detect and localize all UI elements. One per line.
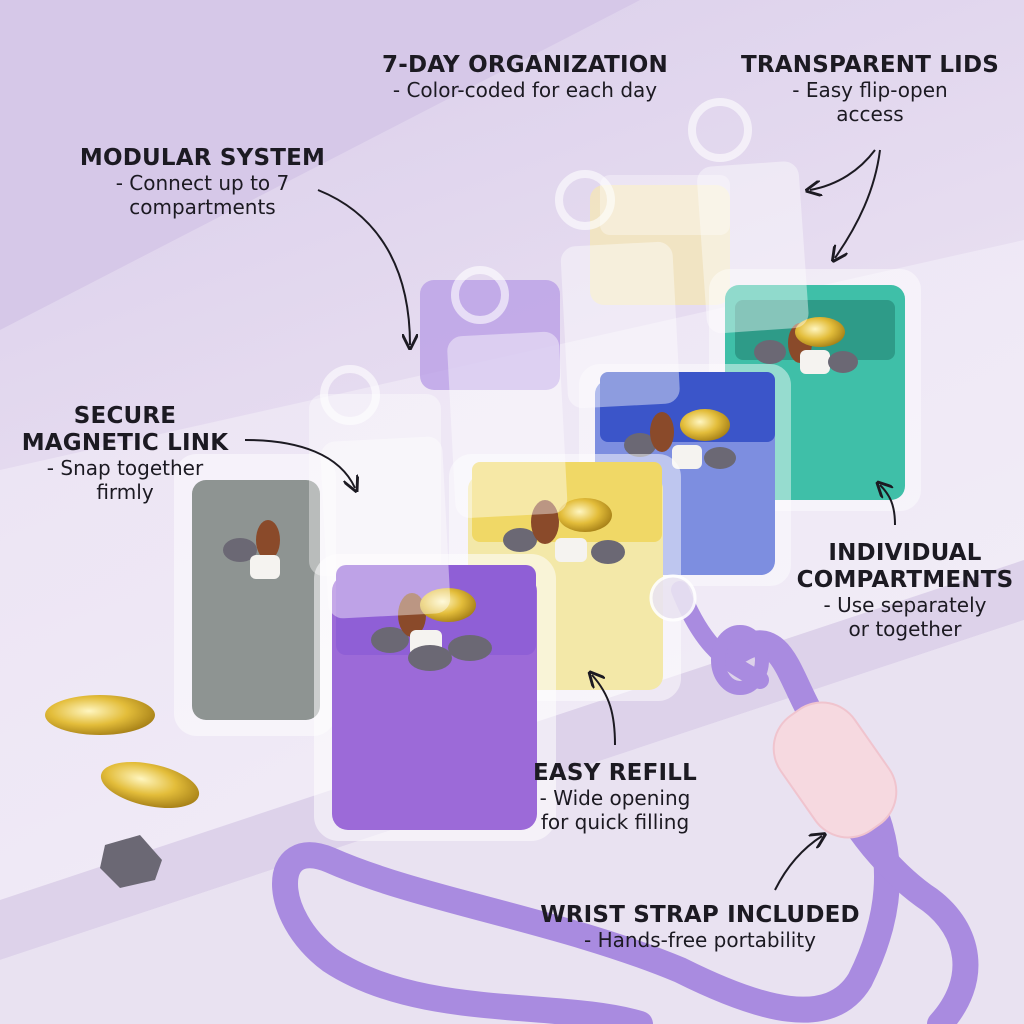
feature-lids-desc-2: access [836, 101, 904, 126]
feature-magnetic-desc-2: firmly [96, 479, 154, 504]
feature-lids-title: TRANSPARENT LIDS [741, 52, 999, 78]
feature-strap-desc: - Hands-free portability [584, 928, 816, 953]
feature-magnetic-title-2: MAGNETIC LINK [21, 430, 229, 457]
arrow-magnetic [244, 439, 355, 488]
annotation-arrows [244, 149, 896, 891]
feature-individual-title-2: COMPARTMENTS [796, 567, 1014, 594]
loose-pills [45, 695, 200, 888]
feature-individual-desc-2: or together [848, 616, 962, 641]
arrow-lids-right [835, 149, 881, 258]
feature-refill-desc-1: - Wide opening [539, 786, 691, 811]
arrow-individual [880, 485, 896, 526]
feature-modular-title: MODULAR SYSTEM [79, 145, 326, 171]
feature-lids-desc-1: - Easy flip-open [792, 78, 948, 103]
wrist-strap [272, 574, 979, 1024]
arrow-lids-left [810, 149, 876, 190]
feature-seven-day: 7-DAY ORGANIZATION - Color-coded for eac… [360, 52, 690, 103]
feature-magnetic: SECURE MAGNETIC LINK - Snap together fir… [15, 403, 235, 504]
feature-seven-day-title: 7-DAY ORGANIZATION [382, 52, 668, 78]
feature-modular: MODULAR SYSTEM - Connect up to 7 compart… [60, 145, 345, 219]
feature-strap: WRIST STRAP INCLUDED - Hands-free portab… [540, 902, 860, 953]
feature-strap-title: WRIST STRAP INCLUDED [540, 902, 860, 928]
compartment-cream [590, 175, 730, 305]
arrow-refill [592, 675, 616, 746]
arrow-modular [317, 189, 410, 345]
arrow-strap [774, 836, 822, 891]
feature-magnetic-desc-1: - Snap together [46, 456, 204, 481]
feature-individual-title-1: INDIVIDUAL [828, 540, 982, 566]
feature-refill-desc-2: for quick filling [540, 809, 690, 834]
feature-individual-desc-1: - Use separately [823, 593, 987, 618]
feature-modular-desc-2: compartments [129, 194, 276, 219]
compartment-blue [555, 170, 791, 586]
feature-lids: TRANSPARENT LIDS - Easy flip-open access [725, 52, 1015, 126]
feature-seven-day-desc: - Color-coded for each day [392, 78, 658, 103]
feature-individual: INDIVIDUAL COMPARTMENTS - Use separately… [790, 540, 1020, 641]
feature-refill: EASY REFILL - Wide opening for quick fil… [505, 760, 725, 834]
strap-coil [772, 701, 898, 839]
feature-refill-title: EASY REFILL [533, 760, 697, 786]
feature-modular-desc-1: - Connect up to 7 [115, 171, 290, 196]
feature-magnetic-title-1: SECURE [73, 403, 177, 429]
